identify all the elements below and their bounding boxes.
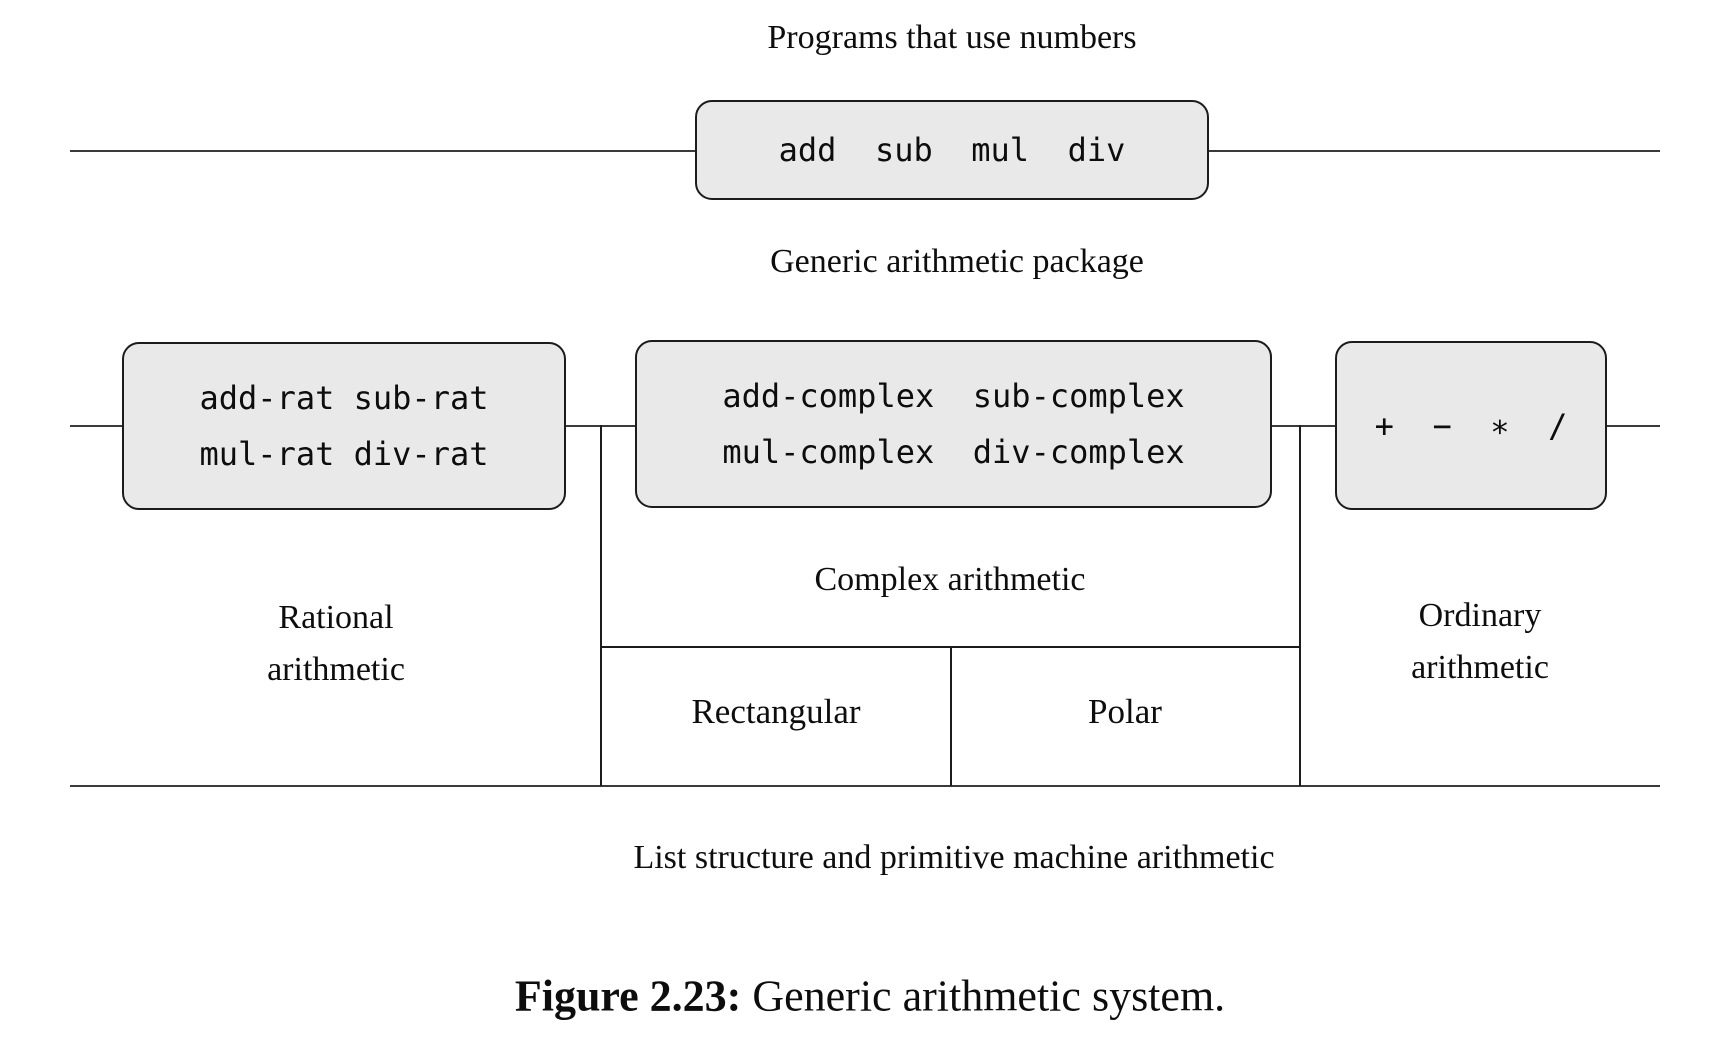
generic-operations-text: add sub mul div (778, 131, 1126, 169)
generic-operations-box: add sub mul div (695, 100, 1209, 200)
list-structure-label: List structure and primitive machine ari… (633, 839, 1275, 876)
rational-arithmetic-label-line2: arithmetic (267, 651, 405, 688)
rational-complex-divider-line (600, 425, 602, 786)
ordinary-operations-text: + − ∗ / (1374, 406, 1568, 445)
complex-operations-line2: mul-complex div-complex (722, 433, 1185, 471)
rectangular-polar-divider-line (950, 646, 952, 786)
rectangular-label: Rectangular (691, 692, 861, 731)
figure-caption-title: Generic arithmetic system. (741, 971, 1226, 1021)
polar-label: Polar (1088, 692, 1162, 731)
rational-arithmetic-label-line1: Rational (278, 599, 394, 636)
complex-arithmetic-label: Complex arithmetic (814, 561, 1086, 598)
rational-operations-box: add-rat sub-rat mul-rat div-rat (122, 342, 566, 510)
complex-operations-line1: add-complex sub-complex (722, 377, 1185, 415)
figure-caption: Figure 2.23: Generic arithmetic system. (515, 971, 1225, 1022)
generic-arithmetic-package-label: Generic arithmetic package (770, 243, 1144, 280)
complex-operations-box: add-complex sub-complex mul-complex div-… (635, 340, 1272, 508)
rational-operations-line1: add-rat sub-rat (199, 379, 489, 417)
rational-arithmetic-label: Rational arithmetic (267, 592, 405, 696)
figure-caption-number: Figure 2.23: (514, 971, 742, 1021)
ordinary-arithmetic-label-line1: Ordinary (1418, 597, 1542, 634)
ordinary-operations-box: + − ∗ / (1335, 341, 1607, 510)
programs-that-use-numbers-label: Programs that use numbers (767, 19, 1137, 56)
bottom-rule-line (70, 785, 1660, 787)
complex-ordinary-divider-line (1299, 425, 1301, 786)
ordinary-arithmetic-label: Ordinary arithmetic (1411, 590, 1549, 694)
ordinary-arithmetic-label-line2: arithmetic (1411, 649, 1549, 686)
rational-operations-line2: mul-rat div-rat (199, 435, 489, 473)
